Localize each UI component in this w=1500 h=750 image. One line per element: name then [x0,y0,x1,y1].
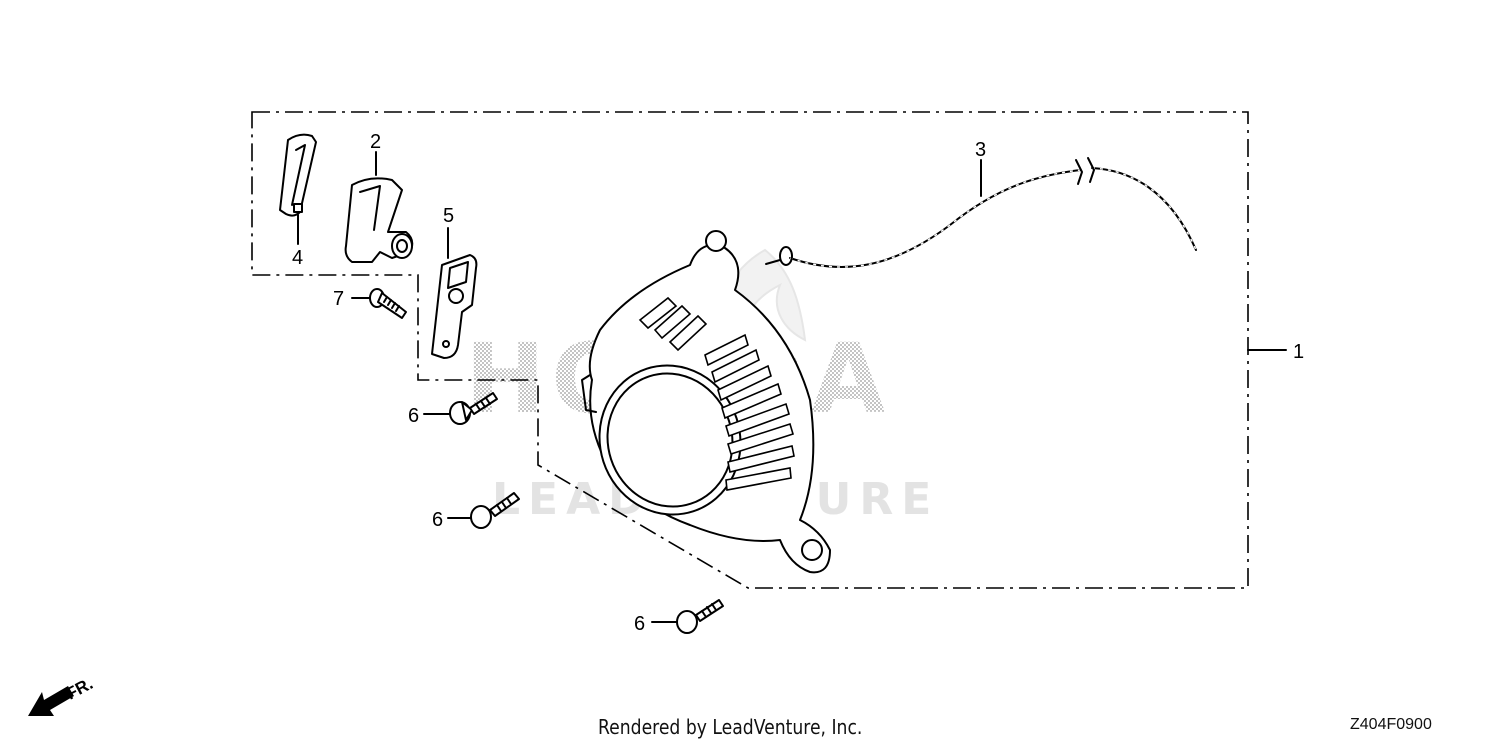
part-6-bolt-lower[interactable] [676,599,724,634]
part-6-bolt-middle[interactable] [470,492,520,529]
callout-6-lower[interactable]: 6 [634,613,645,635]
part-7-screw[interactable] [369,288,407,319]
callout-2[interactable]: 2 [370,131,381,153]
diagram-code: Z404F0900 [1350,716,1432,733]
callout-5[interactable]: 5 [443,205,454,227]
part-4-strip[interactable] [279,133,317,217]
part-1-starter-housing[interactable] [580,230,831,574]
part-6-bolt-upper[interactable] [449,392,498,425]
part-3-rope[interactable] [765,157,1197,268]
callout-6-middle[interactable]: 6 [432,509,443,531]
front-direction-marker: FR. [28,674,96,716]
part-5-bracket[interactable] [431,254,478,359]
callout-3[interactable]: 3 [975,139,986,161]
callout-6-upper[interactable]: 6 [408,405,419,427]
part-2-grip[interactable] [344,177,414,263]
footer-credit: Rendered by LeadVenture, Inc. [598,715,863,739]
callout-4[interactable]: 4 [292,247,303,269]
callout-7[interactable]: 7 [333,288,344,310]
front-arrow-icon [28,686,74,716]
callout-1[interactable]: 1 [1293,341,1304,363]
